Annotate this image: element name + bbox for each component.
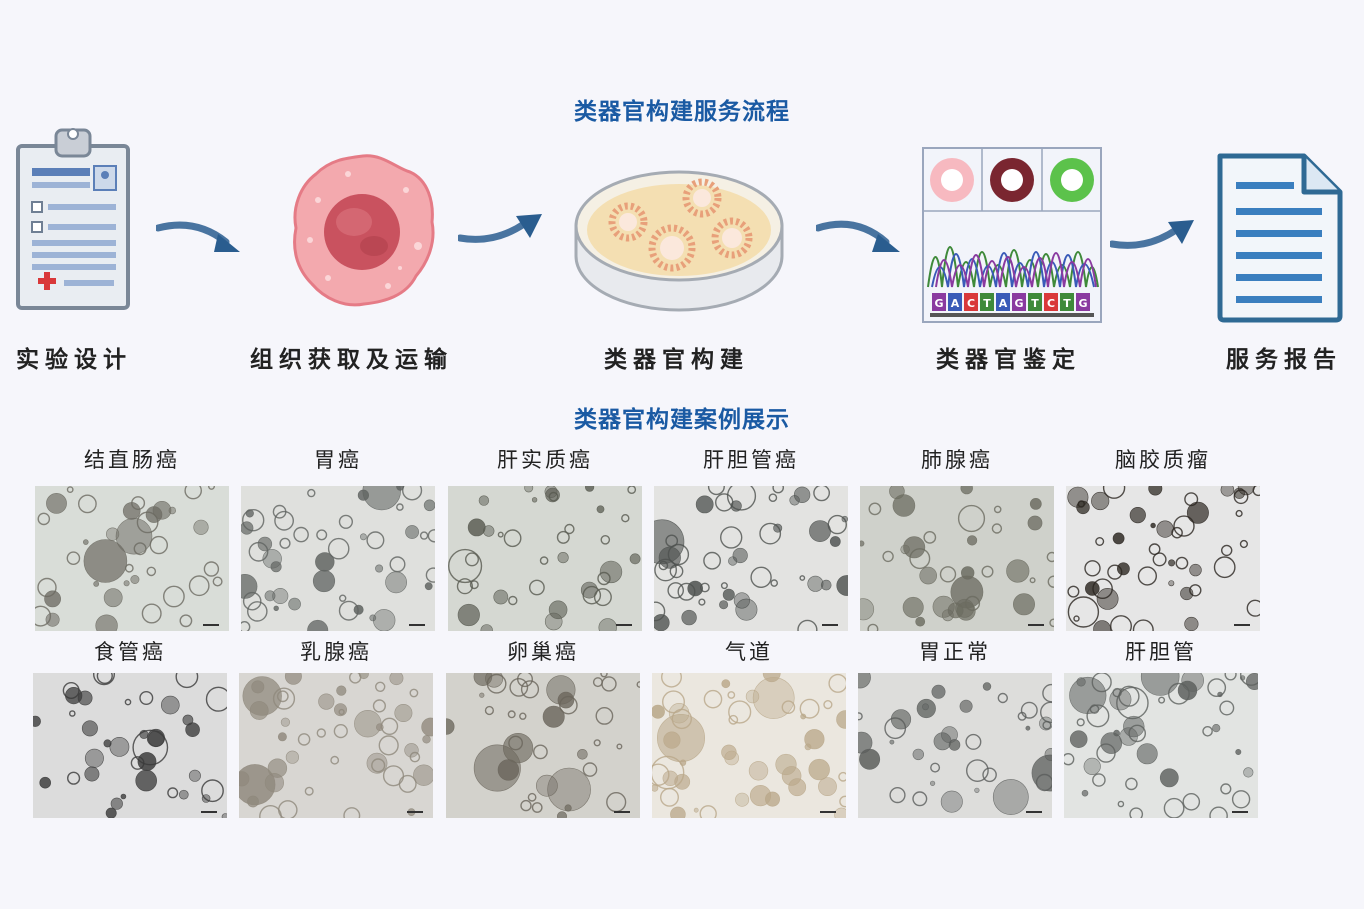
- process-title: 类器官构建服务流程: [574, 99, 790, 125]
- clipboard-icon: [16, 128, 130, 310]
- micrograph-image: [858, 673, 1052, 818]
- base-call-cell: [1012, 293, 1026, 311]
- micrograph-image: [35, 486, 229, 631]
- base-call-letter: C: [967, 297, 975, 310]
- tissue-cell-icon: [293, 154, 435, 307]
- base-call-cell: [948, 293, 962, 311]
- organoid-micrograph: [241, 486, 435, 631]
- base-call-letter: G: [934, 297, 943, 310]
- case-label: 胃癌: [314, 448, 362, 472]
- base-call-cell: [964, 293, 978, 311]
- base-call-letter: T: [1031, 297, 1039, 310]
- step-organoid-construction: [572, 152, 786, 320]
- case-label: 乳腺癌: [300, 640, 372, 664]
- arrow-up-right-icon: [1110, 220, 1194, 249]
- micrograph-image: [241, 486, 435, 631]
- micrograph-image: [654, 486, 848, 631]
- micrograph-image: [448, 486, 642, 631]
- arrow-right-icon: [156, 221, 240, 252]
- case-label: 卵巢癌: [507, 640, 579, 664]
- base-call-cell: [1076, 293, 1090, 311]
- case-label: 肝实质癌: [497, 448, 593, 472]
- micrograph-image: [1066, 486, 1260, 631]
- case-label: 肝胆管癌: [703, 448, 799, 472]
- organoid-micrograph: [654, 486, 848, 631]
- base-call-cell: [1028, 293, 1042, 311]
- base-call-cell: [1060, 293, 1074, 311]
- organoid-micrograph: [1066, 486, 1260, 631]
- base-call-letter: G: [1078, 297, 1087, 310]
- case-label: 脑胶质瘤: [1115, 448, 1211, 472]
- organoid-micrograph: [33, 673, 227, 818]
- base-call-letter: C: [1047, 297, 1055, 310]
- base-call-cell: [1044, 293, 1058, 311]
- case-label: 气道: [725, 640, 773, 664]
- step-label-organoid-construction: 类器官构建: [604, 346, 749, 373]
- step-label-organoid-identification: 类器官鉴定: [936, 346, 1081, 373]
- case-label: 结直肠癌: [84, 448, 180, 472]
- case-label: 肺腺癌: [921, 448, 993, 472]
- organoid-micrograph: [446, 673, 640, 818]
- arrow-up-right-icon: [458, 214, 542, 243]
- step-label-service-report: 服务报告: [1226, 346, 1342, 373]
- base-call-cell: [980, 293, 994, 311]
- micrograph-image: [33, 673, 227, 818]
- organoid-micrograph: [1064, 673, 1258, 818]
- step-service-report: [1212, 152, 1344, 328]
- organoid-micrograph: [652, 673, 846, 818]
- micrograph-image: [239, 673, 433, 818]
- gallery-title: 类器官构建案例展示: [574, 407, 790, 433]
- base-call-letter: T: [1063, 297, 1071, 310]
- organoid-micrograph: [858, 673, 1052, 818]
- micrograph-image: [1064, 673, 1258, 818]
- base-call-letter: A: [999, 297, 1008, 310]
- base-call-cell: [932, 293, 946, 311]
- organoid-micrograph: [860, 486, 1054, 631]
- base-call-letter: G: [1014, 297, 1023, 310]
- base-call-cell: [996, 293, 1010, 311]
- organoid-micrograph: [448, 486, 642, 631]
- case-label: 胃正常: [919, 640, 991, 664]
- step-label-experiment-design: 实验设计: [16, 346, 132, 373]
- organoid-micrograph: [239, 673, 433, 818]
- base-call-letter: A: [951, 297, 960, 310]
- case-label: 肝胆管: [1125, 640, 1197, 664]
- micrograph-image: [860, 486, 1054, 631]
- organoid-micrograph: [35, 486, 229, 631]
- petri-dish-icon: [574, 170, 784, 312]
- report-document-icon: [1217, 153, 1343, 323]
- step-tissue-acquisition: [288, 150, 438, 314]
- step-experiment-design: [14, 124, 134, 318]
- arrow-right-icon: [816, 220, 900, 252]
- case-label: 食管癌: [94, 640, 166, 664]
- micrograph-image: [652, 673, 846, 818]
- micrograph-image: [446, 673, 640, 818]
- step-label-tissue-acquisition: 组织获取及运输: [250, 346, 453, 373]
- base-call-letter: T: [983, 297, 991, 310]
